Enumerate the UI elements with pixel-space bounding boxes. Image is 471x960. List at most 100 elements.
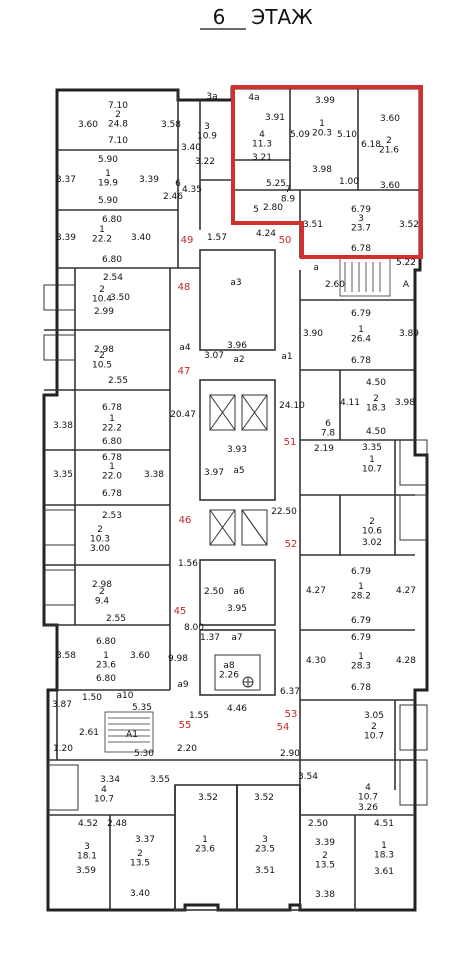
room-dim: 3.99 <box>315 96 335 106</box>
dim-label: 3.96 <box>227 341 247 351</box>
room-dim: 3.52 <box>198 793 218 803</box>
room-dim: 3.91 <box>265 113 285 123</box>
room-dim: 1.00 <box>339 177 359 187</box>
dim-label: 2.61 <box>79 728 99 738</box>
room-dim: 3.38 <box>315 890 335 900</box>
core-label: а2 <box>233 355 244 365</box>
core-label: а10 <box>117 691 134 701</box>
room-dim: 5.09 <box>290 130 310 140</box>
core-label: А1 <box>126 730 138 740</box>
room-dim: 2.80 <box>263 203 283 213</box>
dim-label: 2.60 <box>325 280 345 290</box>
axis-46: 46 <box>179 515 192 526</box>
axis-54: 54 <box>277 722 290 733</box>
core-label: а7 <box>231 633 242 643</box>
room-dim: 5.90 <box>98 196 118 206</box>
room-dim: 3.51 <box>303 220 323 230</box>
room-dim: 2.55 <box>108 376 128 386</box>
room-dim: 3.35 <box>53 470 73 480</box>
room-dim: 3.54 <box>298 772 318 782</box>
room-dim: 4.50 <box>366 427 386 437</box>
axis-50: 50 <box>279 235 292 246</box>
corridor-dims: 2.48 1.57 4.24 24.10 22.50 20.47 3.96 3.… <box>52 229 416 829</box>
room-dim: 3.52 <box>254 793 274 803</box>
dim-label: 5.22 <box>396 258 416 268</box>
axis-48: 48 <box>178 282 191 293</box>
room-dim: 3.39 <box>56 233 76 243</box>
dim-label: 6.37 <box>280 687 300 697</box>
room-dim: 3.60 <box>130 651 150 661</box>
dim-label: 5.35 <box>132 703 152 713</box>
room-dim: 3.55 <box>150 775 170 785</box>
room-dim: 4.11 <box>340 398 360 408</box>
dim-label: 1.56 <box>178 559 198 569</box>
room-dim: 6.18 <box>361 140 381 150</box>
room-dim: 2.99 <box>94 307 114 317</box>
room-dim: 2.98 <box>92 580 112 590</box>
room-dim: 4.35 <box>182 185 202 195</box>
room-dim: 3.02 <box>362 538 382 548</box>
room-label: 3a <box>206 92 217 102</box>
room-dim: 5.10 <box>337 130 357 140</box>
room-dim: 3.37 <box>135 835 155 845</box>
room-dim: 7.10 <box>108 136 128 146</box>
room-dim: 2.54 <box>103 273 123 283</box>
elevators <box>209 394 268 691</box>
service-rooms <box>43 284 428 811</box>
room-dim: 3.26 <box>358 803 378 813</box>
core-label: а1 <box>281 352 292 362</box>
room-dim: 6.80 <box>96 674 116 684</box>
room-dim: 3.61 <box>374 867 394 877</box>
dim-label: 8.00 <box>184 623 204 633</box>
room-dim: 3.52 <box>399 220 419 230</box>
core-label: а4 <box>179 343 191 353</box>
dim-label: 2.50 <box>308 819 328 829</box>
room-dim: 3.98 <box>312 165 332 175</box>
room-dim: 6.79 <box>351 205 371 215</box>
room-dim: 6.78 <box>351 683 371 693</box>
room-dim: 2.98 <box>94 345 114 355</box>
dim-label: 1.37 <box>200 633 220 643</box>
room-dim: 4.27 <box>306 586 326 596</box>
room-dim: 3.37 <box>56 175 76 185</box>
room-dim: 4.50 <box>366 378 386 388</box>
highlighted-apartment-outline <box>231 85 423 259</box>
floor-number: 6 <box>213 5 226 29</box>
core-label: а3 <box>230 278 241 288</box>
axis-52: 52 <box>285 539 298 550</box>
core-label: а5 <box>233 466 244 476</box>
core-label: А <box>403 280 410 290</box>
room-dim: 2.53 <box>102 511 122 521</box>
room-dim: 3.59 <box>76 866 96 876</box>
dim-label: 2.50 <box>204 587 224 597</box>
room-dim: 5.25 <box>266 179 286 189</box>
room-dim: 3.34 <box>100 775 120 785</box>
interior-walls <box>44 88 420 911</box>
dim-label: 1.50 <box>82 693 102 703</box>
room-dim: 6.79 <box>351 616 371 626</box>
room-dim: 6.78 <box>102 489 122 499</box>
room-dim: 3.90 <box>303 329 323 339</box>
room-dim: 6.80 <box>102 255 122 265</box>
